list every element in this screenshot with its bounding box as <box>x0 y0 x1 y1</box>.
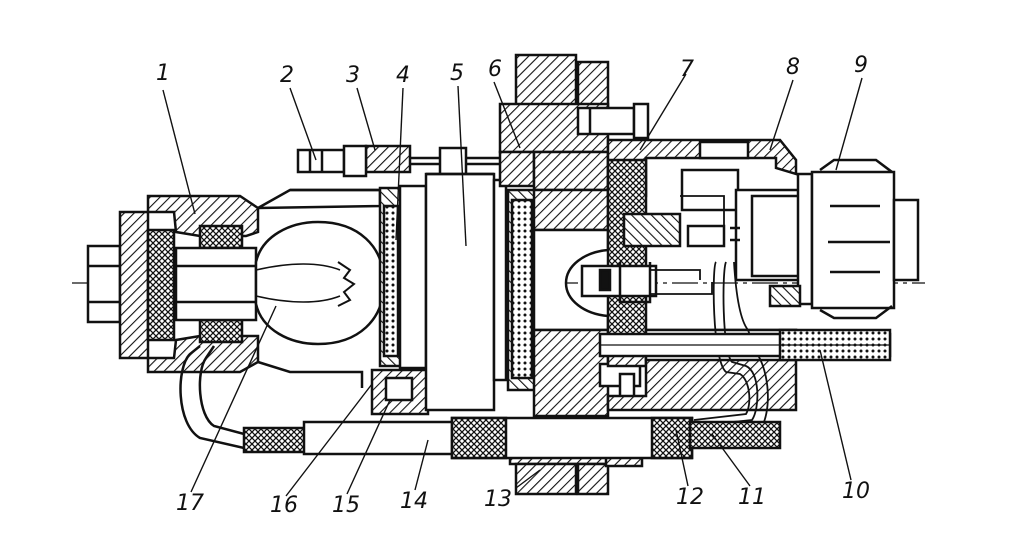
callout-2: 2 <box>280 63 294 88</box>
connector-plug <box>730 158 920 320</box>
callout-3: 3 <box>346 63 360 88</box>
mounting-wall <box>498 53 644 496</box>
callout-7: 7 <box>680 57 694 82</box>
callout-9: 9 <box>854 53 868 78</box>
adjustment-rod <box>598 328 892 362</box>
callout-10: 10 <box>842 479 870 504</box>
callout-17: 17 <box>176 491 204 516</box>
callout-1: 1 <box>156 61 170 86</box>
leader-lines <box>162 73 863 497</box>
callout-15: 15 <box>332 493 360 518</box>
central-body <box>424 172 538 412</box>
photocell <box>580 195 726 304</box>
callout-13: 13 <box>484 487 512 512</box>
callout-8: 8 <box>786 55 800 80</box>
lens-assembly <box>364 144 430 416</box>
cable-tube <box>179 345 782 460</box>
lamp-bulb <box>254 220 386 346</box>
callout-11: 11 <box>738 485 766 510</box>
callout-12: 12 <box>676 485 704 510</box>
callout-4: 4 <box>396 63 410 88</box>
callout-labels: 1 2 3 4 5 6 7 8 9 10 11 12 13 14 15 16 1… <box>156 53 870 518</box>
lamp-housing <box>146 188 382 388</box>
callout-6: 6 <box>488 57 502 82</box>
callout-14: 14 <box>400 489 428 514</box>
callout-16: 16 <box>270 493 298 518</box>
lamp-socket-nut <box>86 210 176 360</box>
callout-5: 5 <box>450 61 464 86</box>
